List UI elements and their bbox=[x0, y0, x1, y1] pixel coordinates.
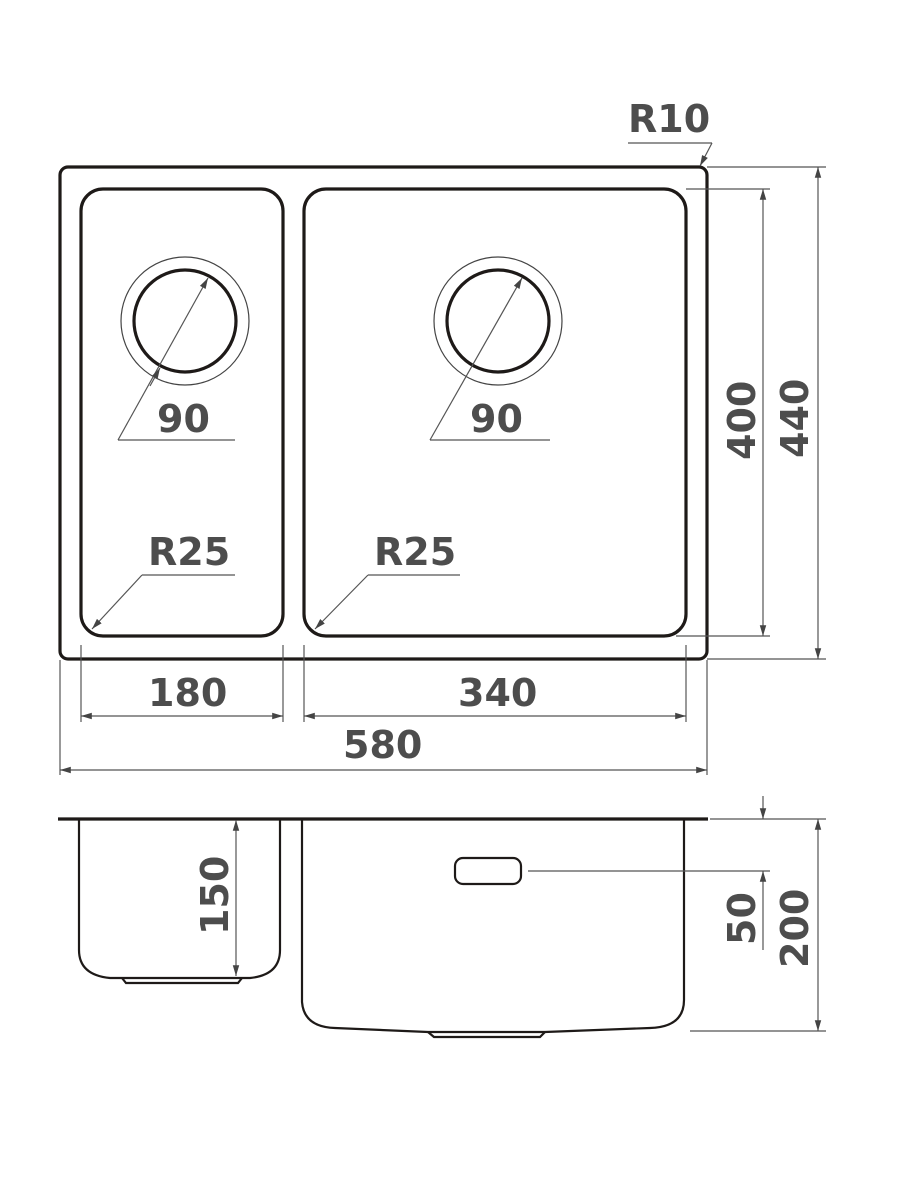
large-bowl-height-label: 200 bbox=[773, 889, 817, 968]
drain-small bbox=[117, 256, 250, 441]
drain-small-label: 90 bbox=[157, 397, 210, 441]
small-bowl-height-label: 150 bbox=[193, 856, 237, 935]
overflow-offset-label: 50 bbox=[720, 892, 764, 945]
overall-width-label: 580 bbox=[343, 723, 422, 767]
small-bowl bbox=[79, 187, 285, 638]
inner-radius-small-label: R25 bbox=[148, 530, 230, 574]
overflow-slot bbox=[453, 856, 523, 886]
inner-radius-large-label: R25 bbox=[374, 530, 456, 574]
small-bowl-width-label: 180 bbox=[148, 671, 227, 715]
sink-outer-rim bbox=[58, 165, 709, 661]
corner-radius-label: R10 bbox=[628, 97, 710, 141]
large-bowl-width-label: 340 bbox=[458, 671, 537, 715]
small-bowl-profile bbox=[77, 820, 282, 980]
large-bowl bbox=[302, 187, 688, 638]
overall-depth-label: 440 bbox=[773, 379, 817, 458]
side-view: 150 50 200 bbox=[58, 796, 826, 1039]
large-bowl-profile bbox=[300, 820, 686, 1034]
top-view: 90 90 R25 R25 R10 400 440 180 340 5 bbox=[58, 97, 826, 775]
drain-large-label: 90 bbox=[470, 397, 523, 441]
bowl-depth-label: 400 bbox=[720, 381, 764, 460]
drain-large bbox=[429, 256, 563, 441]
